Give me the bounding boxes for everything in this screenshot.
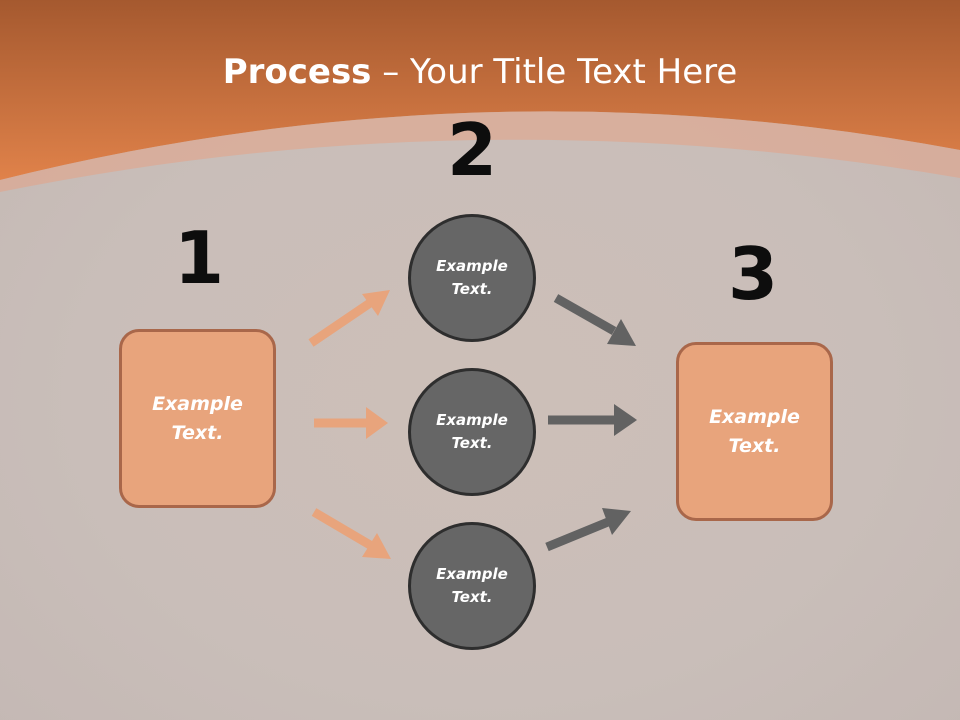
circle-middle-label: Example Text. (436, 411, 508, 452)
title-rest: – Your Title Text Here (371, 52, 738, 92)
right-box: Example Text. (676, 342, 833, 521)
circle-top: Example Text. (408, 214, 536, 342)
right-box-label: Example Text. (709, 405, 800, 457)
left-box: Example Text. (119, 329, 276, 508)
circle-bottom: Example Text. (408, 522, 536, 650)
step-number-2: 2 (446, 108, 498, 192)
step-number-1: 1 (173, 216, 225, 300)
circle-top-label: Example Text. (436, 257, 508, 298)
header-arc-highlight (0, 111, 960, 192)
circle-middle: Example Text. (408, 368, 536, 496)
title-bold: Process (222, 52, 372, 92)
slide-title: Process – Your Title Text Here (0, 52, 960, 92)
step-number-3: 3 (727, 232, 779, 316)
left-box-label: Example Text. (152, 392, 243, 444)
circle-bottom-label: Example Text. (436, 565, 508, 606)
header-band (0, 0, 960, 180)
